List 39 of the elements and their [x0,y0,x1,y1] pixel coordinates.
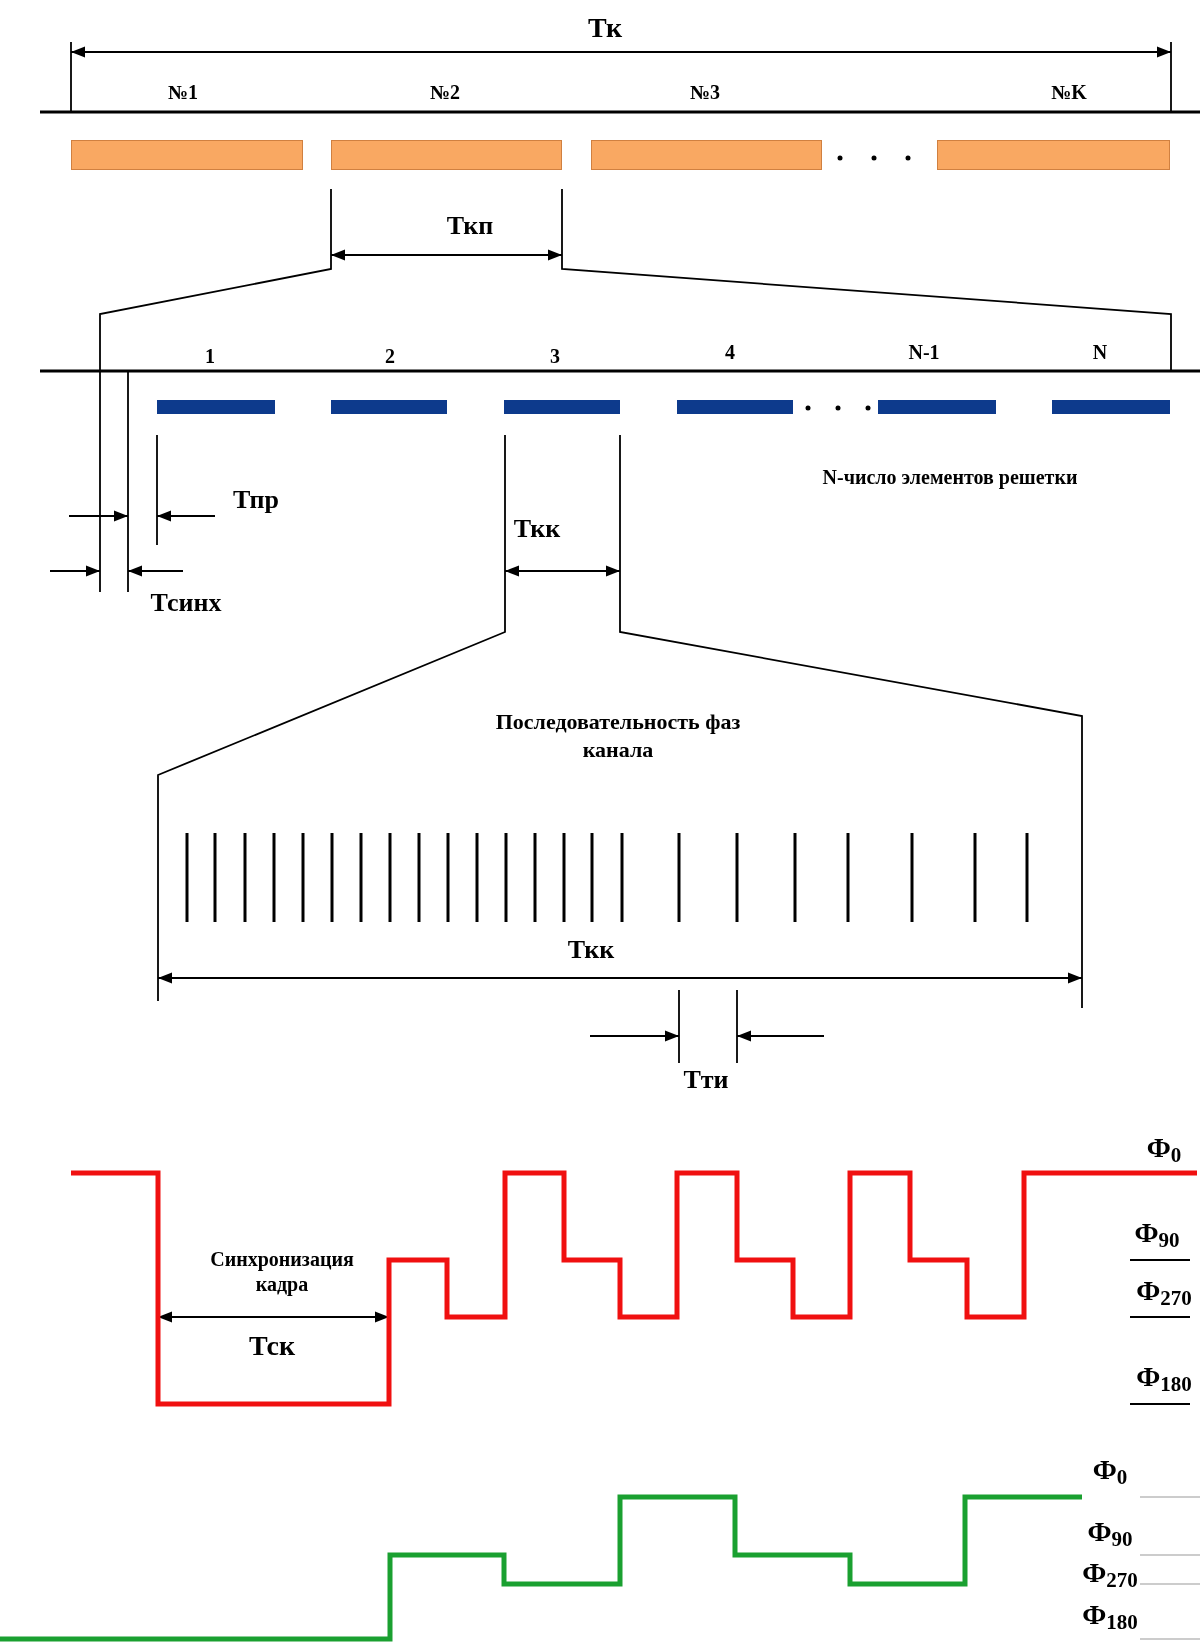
phase-label: Ф$_{0}$ [1146,1130,1182,1165]
element-number: 1 [205,343,215,369]
slot-number: №K [1051,79,1087,105]
phase-label: Ф$_{270}$ [1082,1555,1138,1590]
signal-bar [937,140,1170,170]
dimension-label: Ткп [446,209,494,242]
signal-bar [71,140,303,170]
dimension-label: Ткк [513,512,561,545]
phase-label: Ф$_{180}$ [1082,1597,1138,1632]
phase-label: Ф$_{90}$ [1087,1514,1133,1549]
element-number: N [1092,339,1108,365]
dimension-label: Тти [683,1063,729,1096]
element-number: N-1 [908,339,940,365]
element-number: 2 [385,343,395,369]
slot-number: №3 [689,79,721,105]
dimension-label: Тсинх [150,586,222,619]
dimension-label: Тск [248,1328,296,1363]
element-number: 4 [725,339,735,365]
sequence-title: Последовательность фаз канала [494,707,742,763]
note-text: N-число элементов решетки [822,464,1078,490]
signal-bar [1052,400,1170,414]
signal-bar [878,400,996,414]
signal-bar [331,400,447,414]
phase-label: Ф$_{180}$ [1136,1359,1192,1394]
slot-number: №1 [167,79,199,105]
signal-bar [591,140,822,170]
signal-bar [504,400,620,414]
signal-bar [677,400,793,414]
dimension-label: Тк [587,10,623,45]
dimension-label: Тпр [233,483,279,516]
element-number: 3 [550,343,560,369]
phase-label: Ф$_{90}$ [1134,1215,1180,1250]
slot-number: №2 [429,79,461,105]
annotation-text: Синхронизация кадра [209,1247,355,1297]
phase-label: Ф$_{0}$ [1092,1452,1128,1487]
signal-bar [331,140,562,170]
phase-label: Ф$_{270}$ [1136,1273,1192,1308]
signal-bar [157,400,275,414]
dimension-label: Ткк [567,933,615,966]
